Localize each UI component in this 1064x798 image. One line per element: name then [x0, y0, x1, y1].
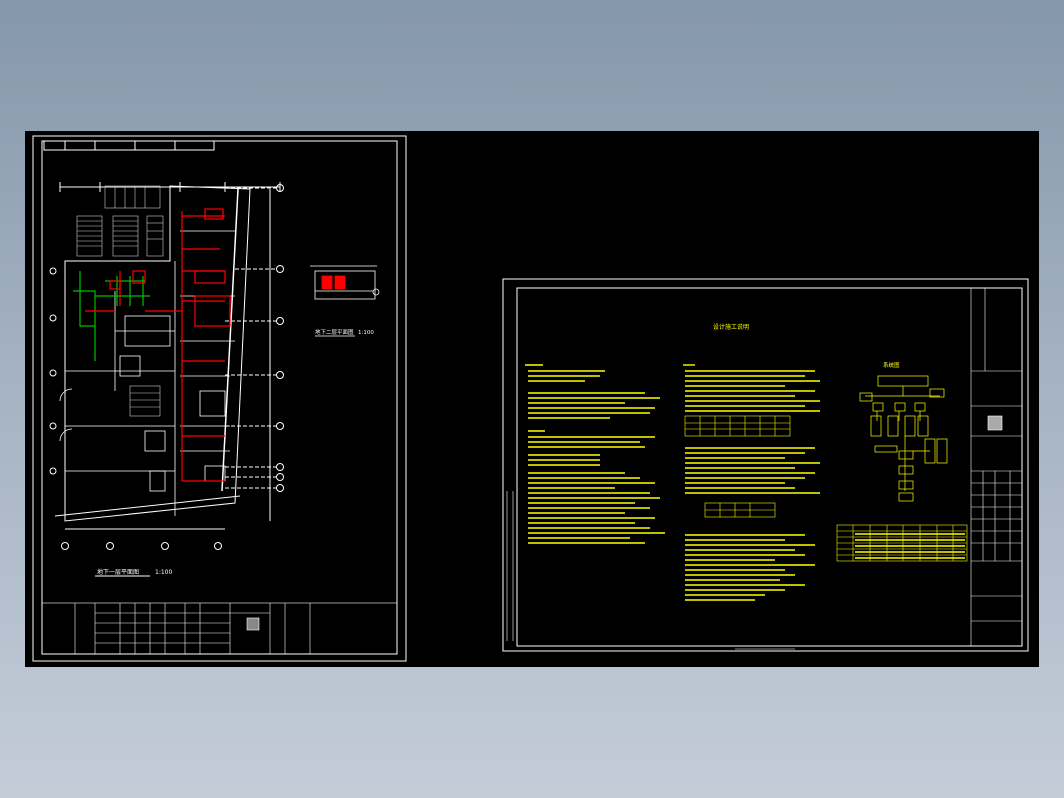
- grid-axis-bottom: [61, 528, 225, 550]
- cad-viewport[interactable]: 地下一层平面图 1:100 地下二层平面图 1:100: [25, 131, 1039, 667]
- notes-title: 设计施工说明: [713, 323, 749, 331]
- notes-column-1: [525, 364, 665, 544]
- sheet-right: [502, 278, 1029, 652]
- top-stamp: [43, 140, 215, 151]
- notes-table-3: [836, 524, 968, 562]
- sheet-left: [32, 135, 407, 662]
- drawing-canvas[interactable]: 地下一层平面图 1:100 地下二层平面图 1:100: [25, 131, 1039, 667]
- sheet-right-inner-frame: [516, 287, 1023, 647]
- notes-column-2: [683, 364, 820, 601]
- sheet-left-title-block: [41, 602, 398, 655]
- system-diagram: [859, 375, 948, 502]
- notes-table-1: [684, 415, 791, 437]
- stair-hatch: [76, 185, 164, 417]
- interior-walls: [59, 230, 235, 516]
- detail-scale: 1:100: [358, 330, 374, 336]
- building-outline: [64, 185, 251, 522]
- detail-plan: [310, 265, 380, 337]
- notes-table-2: [704, 502, 776, 518]
- sheet-right-border: [502, 278, 1029, 652]
- diagram-title: 系统图: [883, 361, 900, 369]
- grid-axis-left: [49, 267, 57, 475]
- plan-title: 地下一层平面图: [97, 568, 139, 576]
- detail-title: 地下二层平面图: [315, 328, 354, 336]
- sheet-left-border: [32, 135, 407, 662]
- red-piping: [85, 208, 231, 482]
- sheet-left-inner-frame: [41, 140, 398, 655]
- green-piping: [73, 271, 150, 361]
- table-3-fill: [855, 533, 965, 559]
- plan-scale: 1:100: [155, 569, 172, 576]
- grid-axis-right: [225, 184, 284, 521]
- sheet-right-title-block: [970, 288, 1022, 646]
